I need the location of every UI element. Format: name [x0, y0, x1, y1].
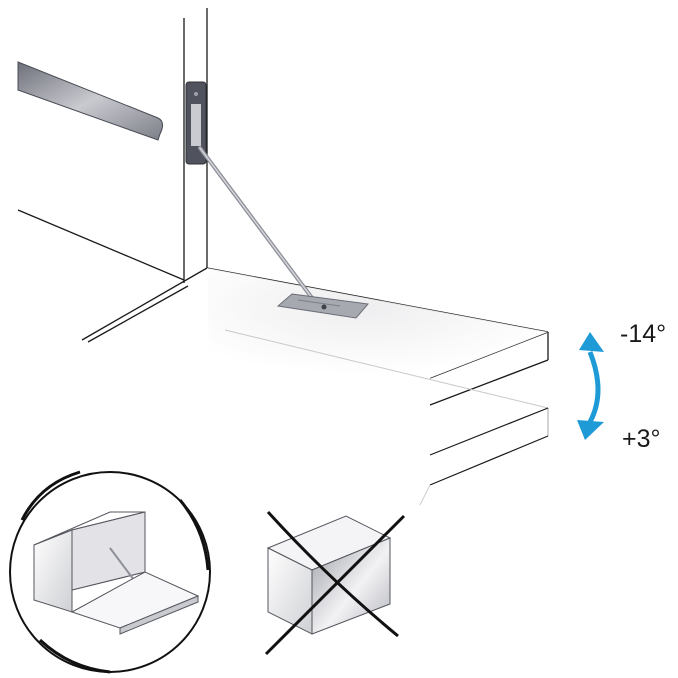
cabinet-shelf-panel — [17, 61, 164, 141]
flap-lower-position — [207, 268, 549, 506]
flap-mounting-plate — [276, 293, 369, 319]
hinge-bracket — [185, 81, 207, 165]
incorrect-usage-illustration — [264, 510, 406, 656]
angle-range-arrow — [577, 332, 604, 440]
support-stay — [198, 146, 320, 308]
angle-label-up: -14° — [620, 320, 666, 348]
correct-usage-illustration — [9, 470, 211, 674]
angle-label-down: +3° — [622, 425, 661, 453]
